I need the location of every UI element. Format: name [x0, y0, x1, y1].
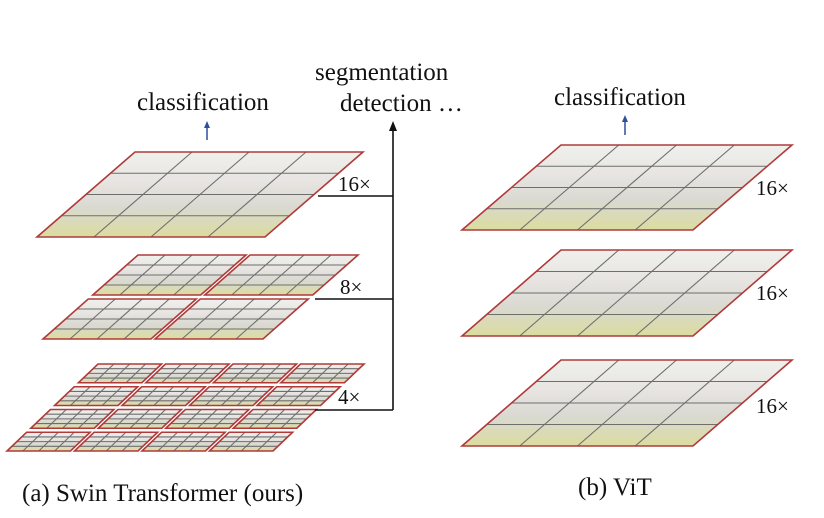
patch-line	[125, 363, 147, 384]
window	[278, 363, 366, 384]
swin-scale-8x: 8×	[340, 275, 363, 299]
patch-line	[280, 409, 301, 429]
window-border	[96, 408, 184, 430]
window-border	[459, 144, 795, 231]
window	[120, 385, 208, 407]
window-border	[255, 385, 343, 407]
swin-classification-arrow-icon	[204, 121, 210, 140]
patch-line	[193, 363, 214, 384]
patch-line	[54, 431, 75, 452]
window-border	[72, 431, 160, 452]
window-border	[76, 363, 164, 384]
window	[76, 363, 164, 384]
vit-layer-3	[459, 359, 795, 447]
patch-line	[78, 409, 99, 429]
window	[28, 408, 116, 430]
dense-arrow-head-icon	[389, 121, 397, 131]
swin-layer-16x	[34, 151, 366, 238]
window-border	[52, 385, 140, 407]
window	[140, 431, 228, 452]
detection-label: detection …	[340, 90, 463, 117]
vit-classification-arrow-icon	[622, 115, 628, 135]
window	[207, 431, 295, 452]
window-border	[459, 249, 795, 337]
patch-line	[236, 386, 258, 406]
window	[90, 254, 249, 296]
window	[459, 249, 795, 337]
window-border	[202, 254, 361, 296]
patch-line	[123, 298, 170, 340]
vit-scale-layer-3: 16×	[756, 394, 789, 418]
window	[96, 408, 184, 430]
window-border	[34, 151, 366, 238]
swin-layer-8x	[40, 254, 361, 340]
window	[40, 298, 199, 340]
window-border	[211, 363, 299, 384]
patch-line	[328, 363, 349, 384]
window-border	[143, 363, 231, 384]
window-border	[5, 431, 93, 452]
window	[231, 408, 319, 430]
window	[255, 385, 343, 407]
window-border	[152, 298, 311, 340]
window	[459, 359, 795, 447]
window	[52, 385, 140, 407]
patch-line	[121, 431, 143, 452]
vit-feature-maps	[459, 144, 795, 447]
swin-classification-label: classification	[137, 89, 269, 116]
window-border	[140, 431, 228, 452]
swin-hierarchical-feature-maps	[5, 151, 366, 452]
window	[163, 408, 251, 430]
patch-line	[634, 144, 735, 231]
window-border	[207, 431, 295, 452]
window-border	[120, 385, 208, 407]
patch-line	[285, 254, 332, 296]
vit-layer-2	[459, 249, 795, 337]
patch-line	[169, 386, 190, 406]
window	[211, 363, 299, 384]
window	[152, 298, 311, 340]
swin-scale-16x: 16×	[338, 172, 371, 196]
window-border	[459, 359, 795, 447]
patch-line	[101, 386, 123, 406]
patch-line	[304, 386, 325, 406]
patch-line	[145, 409, 166, 429]
window	[187, 385, 275, 407]
swin-connector-lines	[315, 128, 394, 411]
patch-line	[634, 249, 735, 337]
patch-line	[235, 298, 282, 340]
patch-line	[173, 254, 220, 296]
window-border	[187, 385, 275, 407]
patch-line	[207, 151, 307, 238]
patch-line	[189, 431, 210, 452]
window	[5, 431, 93, 452]
window	[34, 151, 366, 238]
patch-line	[213, 409, 234, 429]
window	[143, 363, 231, 384]
segmentation-label: segmentation	[315, 59, 449, 86]
vit-layer-1	[459, 144, 795, 231]
window	[202, 254, 361, 296]
patch-line	[634, 359, 735, 447]
window	[72, 431, 160, 452]
window-border	[163, 408, 251, 430]
window-border	[40, 298, 199, 340]
swin-layer-4x	[5, 363, 366, 452]
window-border	[278, 363, 366, 384]
vit-caption: (b) ViT	[578, 474, 652, 501]
patch-line	[260, 363, 282, 384]
window-border	[28, 408, 116, 430]
vit-scale-layer-2: 16×	[756, 281, 789, 305]
patch-line	[256, 431, 278, 452]
vit-scale-layer-1: 16×	[756, 176, 789, 200]
swin-scale-4x: 4×	[338, 385, 361, 409]
window-border	[231, 408, 319, 430]
swin-caption: (a) Swin Transformer (ours)	[22, 480, 304, 507]
window	[459, 144, 795, 231]
window-border	[90, 254, 249, 296]
vit-classification-label: classification	[554, 84, 686, 111]
